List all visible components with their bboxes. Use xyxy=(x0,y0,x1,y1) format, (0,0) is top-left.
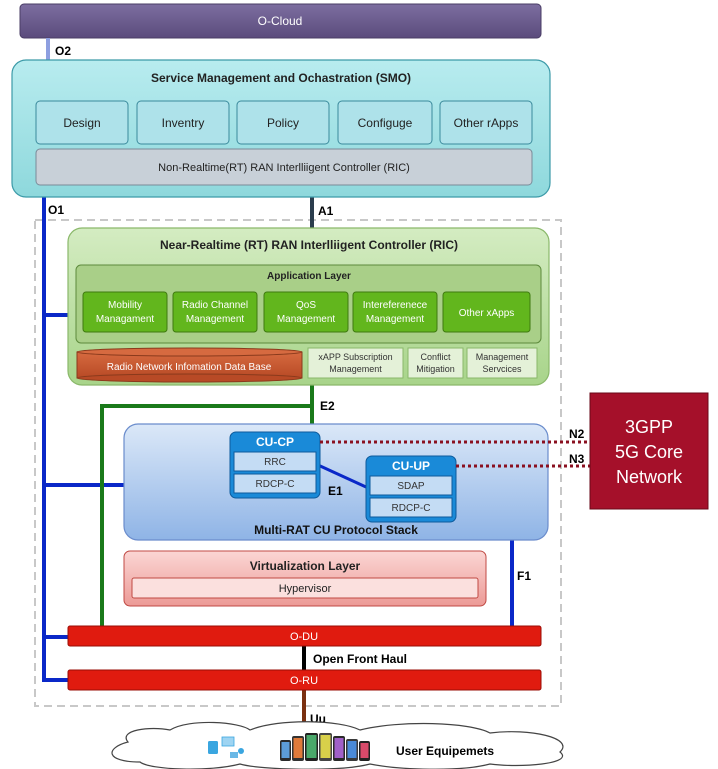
smo-module-label: Design xyxy=(63,116,100,130)
uu-link xyxy=(302,690,306,734)
xapp-label: Mobility xyxy=(108,300,142,311)
xapp-label: Management xyxy=(277,314,336,325)
xapp-qos[interactable]: QoS Management xyxy=(263,291,349,333)
smo-module-label: Configuge xyxy=(358,116,413,130)
a1-label: A1 xyxy=(318,204,334,218)
e2-label: E2 xyxy=(320,399,335,413)
smartphones-icon xyxy=(280,733,370,761)
core-line-3: Network xyxy=(616,467,683,487)
cu-up-title: CU-UP xyxy=(392,459,430,473)
ric-service-label: Conflict xyxy=(420,352,451,362)
ric-service-label: Mitigation xyxy=(416,364,455,374)
ran-boundary xyxy=(34,219,562,707)
n3-label: N3 xyxy=(569,452,585,466)
smo-module-design[interactable]: Design xyxy=(35,100,129,145)
non-rt-ric-label: Non-Realtime(RT) RAN Interlliigent Contr… xyxy=(158,162,410,174)
o-cloud-label: O-Cloud xyxy=(258,14,303,28)
core-line-1: 3GPP xyxy=(625,417,673,437)
smo-title: Service Management and Ochastration (SMO… xyxy=(151,71,411,85)
cu-cp-rrc: RRC xyxy=(264,457,286,468)
o-cloud-box[interactable]: O-Cloud xyxy=(19,3,542,39)
o2-link xyxy=(46,38,50,60)
cu-cp-block[interactable]: CU-CP RRC RDCP-C xyxy=(229,431,321,499)
o-ru-label: O-RU xyxy=(290,675,318,687)
n2-label: N2 xyxy=(569,427,585,441)
ric-service-label: Management xyxy=(476,352,529,362)
ric-service-label: Management xyxy=(329,364,382,374)
virtualization-title: Virtualization Layer xyxy=(250,559,361,573)
fronthaul-link xyxy=(302,646,306,670)
xapp-label: Management xyxy=(186,314,245,325)
xapp-label: Management xyxy=(366,314,425,325)
near-rt-ric-title: Near-Realtime (RT) RAN Interlliigent Con… xyxy=(160,238,458,252)
o-du-label: O-DU xyxy=(290,631,318,643)
virtualization-layer[interactable]: Virtualization Layer Hypervisor xyxy=(123,550,487,607)
smo-module-label: Inventry xyxy=(162,116,205,130)
xapp-label: Other xApps xyxy=(459,308,515,319)
o1-label: O1 xyxy=(48,203,64,217)
ric-service-label: xAPP Subscription xyxy=(318,352,392,362)
e1-link xyxy=(317,463,367,489)
smo-module-label: Policy xyxy=(267,116,299,130)
smo-module-configuge[interactable]: Configuge xyxy=(337,100,433,145)
fronthaul-label: Open Front Haul xyxy=(313,652,407,666)
xapp-label: Intereferenece xyxy=(363,300,428,311)
smo-box[interactable]: Service Management and Ochastration (SMO… xyxy=(11,59,551,198)
hypervisor-label: Hypervisor xyxy=(279,583,332,595)
o2-label: O2 xyxy=(55,44,71,58)
core-line-2: 5G Core xyxy=(615,442,683,462)
cu-cp-rdcp: RDCP-C xyxy=(256,479,295,490)
cu-up-sdap: SDAP xyxy=(397,481,425,492)
xapp-label: QoS xyxy=(296,300,316,311)
xapp-other-xapps[interactable]: Other xApps xyxy=(442,291,531,333)
a1-link xyxy=(310,195,314,229)
user-equipments-label: User Equipemets xyxy=(396,744,494,758)
smo-module-inventry[interactable]: Inventry xyxy=(136,100,230,145)
database-label: Radio Network Infomation Data Base xyxy=(107,362,272,373)
smo-module-other-rapps[interactable]: Other rApps xyxy=(439,100,533,145)
ran-database[interactable]: Radio Network Infomation Data Base xyxy=(76,347,303,383)
o-du-bar[interactable]: O-DU xyxy=(67,625,542,647)
smo-module-label: Other rApps xyxy=(454,116,519,130)
e1-label: E1 xyxy=(328,484,343,498)
xapp-label: Radio Channel xyxy=(182,300,248,311)
cu-up-rdcp: RDCP-C xyxy=(392,503,431,514)
iot-devices-icon xyxy=(208,736,244,758)
smo-module-policy[interactable]: Policy xyxy=(236,100,330,145)
cu-cp-title: CU-CP xyxy=(256,435,294,449)
application-layer-title: Application Layer xyxy=(267,271,351,282)
cu-up-block[interactable]: CU-UP SDAP RDCP-C xyxy=(365,455,457,523)
cu-stack-title: Multi-RAT CU Protocol Stack xyxy=(254,523,418,537)
f1-link xyxy=(510,538,514,628)
o1-bus xyxy=(42,190,124,682)
o-ru-bar[interactable]: O-RU xyxy=(67,669,542,691)
user-equipment-cloud[interactable]: User Equipemets xyxy=(111,721,564,769)
f1-label: F1 xyxy=(517,569,531,583)
e2-link xyxy=(100,380,314,626)
xapp-label: Managament xyxy=(96,314,155,325)
near-rt-ric-box[interactable]: Near-Realtime (RT) RAN Interlliigent Con… xyxy=(67,227,550,386)
5g-core-network[interactable]: 3GPP 5G Core Network xyxy=(589,392,709,510)
ric-service-label: Servcices xyxy=(482,364,522,374)
